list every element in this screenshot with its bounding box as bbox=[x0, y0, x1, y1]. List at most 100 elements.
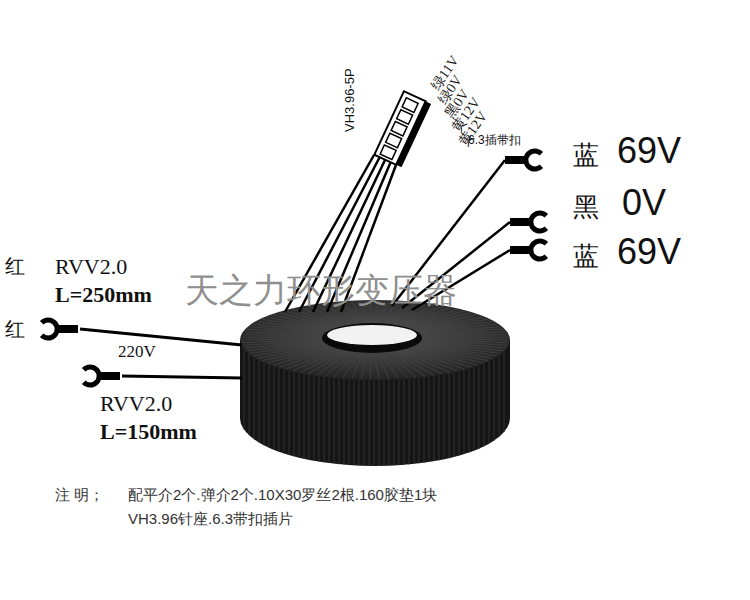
vh-connector bbox=[374, 91, 431, 167]
note-text: VH3.96针座.6.3带扣插片 bbox=[128, 511, 293, 528]
crimp-barrel bbox=[58, 325, 78, 333]
winding-line bbox=[299, 373, 300, 458]
cable-type: RVV2.0 bbox=[55, 255, 127, 279]
winding-line bbox=[344, 379, 345, 465]
winding-line bbox=[391, 352, 425, 376]
ring-terminal bbox=[526, 151, 541, 169]
wire-color: 蓝 bbox=[573, 142, 599, 171]
winding-line bbox=[388, 352, 417, 377]
winding-line bbox=[354, 380, 355, 466]
winding-line bbox=[258, 345, 328, 358]
winding-line bbox=[464, 370, 465, 454]
wire-color: 红 bbox=[5, 318, 25, 340]
winding-line bbox=[494, 359, 495, 441]
winding-line bbox=[364, 380, 365, 466]
winding-line bbox=[359, 380, 360, 466]
winding-line bbox=[399, 379, 400, 465]
crimp-barrel bbox=[505, 156, 525, 164]
winding-line bbox=[329, 378, 330, 464]
crimp-barrel bbox=[100, 372, 120, 380]
primary-wire bbox=[122, 376, 242, 378]
winding-line bbox=[259, 361, 260, 443]
winding-line bbox=[249, 354, 250, 435]
voltage-label: 69V bbox=[617, 131, 681, 171]
winding-line bbox=[404, 379, 405, 465]
voltage-label: 69V bbox=[617, 232, 681, 272]
winding-line bbox=[504, 352, 505, 432]
connector-pin bbox=[402, 98, 418, 113]
winding-line bbox=[294, 372, 295, 456]
winding-line bbox=[267, 317, 331, 329]
connector-name: VH3.96-5P bbox=[343, 68, 357, 132]
watermark: 天之力环形变压器 bbox=[185, 272, 457, 309]
winding-line bbox=[422, 335, 507, 336]
winding-line bbox=[397, 351, 442, 374]
winding-line bbox=[424, 377, 425, 462]
winding-line bbox=[314, 376, 315, 461]
winding-line bbox=[449, 374, 450, 459]
winding-line bbox=[374, 353, 380, 379]
winding-line bbox=[397, 306, 442, 325]
winding-line bbox=[309, 351, 348, 374]
note-heading: 注 明； bbox=[55, 487, 104, 504]
winding-line bbox=[414, 378, 415, 464]
winding-line bbox=[279, 368, 280, 452]
winding-line bbox=[416, 322, 492, 331]
winding-line bbox=[242, 339, 322, 343]
winding-line bbox=[254, 358, 255, 440]
toroid-top bbox=[240, 300, 510, 380]
winding-line bbox=[389, 380, 390, 466]
winding-line bbox=[409, 379, 410, 465]
connector-pin bbox=[386, 133, 402, 148]
winding-line bbox=[422, 337, 508, 338]
cable-length: L=150mm bbox=[100, 420, 197, 444]
winding-line bbox=[324, 377, 325, 462]
winding-line bbox=[242, 337, 322, 338]
winding-line bbox=[429, 377, 430, 462]
winding-line bbox=[339, 379, 340, 465]
winding-line bbox=[309, 375, 310, 460]
wire-color: 蓝 bbox=[573, 243, 599, 272]
voltage-label: 220V bbox=[118, 343, 156, 362]
winding-line bbox=[400, 350, 449, 372]
winding-line bbox=[273, 315, 334, 329]
cable-type: RVV2.0 bbox=[100, 392, 172, 416]
winding-line bbox=[244, 350, 245, 430]
crimp-barrel bbox=[510, 218, 530, 226]
winding-line bbox=[343, 353, 360, 378]
winding-line bbox=[384, 380, 385, 466]
winding-line bbox=[459, 371, 460, 455]
winding-line bbox=[489, 361, 490, 443]
winding-line bbox=[444, 374, 445, 459]
primary-wire bbox=[80, 329, 242, 345]
connector-pin bbox=[391, 121, 407, 136]
ring-terminal bbox=[84, 367, 99, 385]
winding-line bbox=[289, 371, 290, 455]
winding-line bbox=[419, 343, 500, 353]
winding-line bbox=[370, 353, 371, 379]
note-text: 配平介2个.弹介2个.10X30罗丝2根.160胶垫1块 bbox=[128, 487, 437, 504]
crimp-barrel bbox=[510, 246, 530, 254]
wire-color: 黑 bbox=[573, 194, 599, 223]
winding-line bbox=[499, 356, 500, 437]
ring-lugs bbox=[42, 151, 547, 385]
winding-line bbox=[374, 380, 375, 466]
winding-line bbox=[410, 315, 477, 329]
cable-length: L=250mm bbox=[55, 283, 152, 307]
winding-line bbox=[264, 363, 265, 446]
winding-line bbox=[384, 353, 407, 378]
winding-line bbox=[242, 338, 322, 340]
ring-terminal bbox=[531, 213, 546, 231]
ring-terminal bbox=[531, 241, 546, 259]
ring-terminal bbox=[42, 320, 57, 338]
winding-line bbox=[439, 375, 440, 460]
winding-line bbox=[247, 342, 324, 351]
winding-line bbox=[419, 378, 420, 464]
winding-line bbox=[304, 374, 305, 459]
connector-pin bbox=[380, 145, 396, 160]
winding-line bbox=[284, 370, 285, 454]
winding-line bbox=[474, 367, 475, 450]
winding-line bbox=[434, 376, 435, 461]
toroid-hole bbox=[327, 325, 417, 345]
winding-line bbox=[379, 380, 380, 466]
